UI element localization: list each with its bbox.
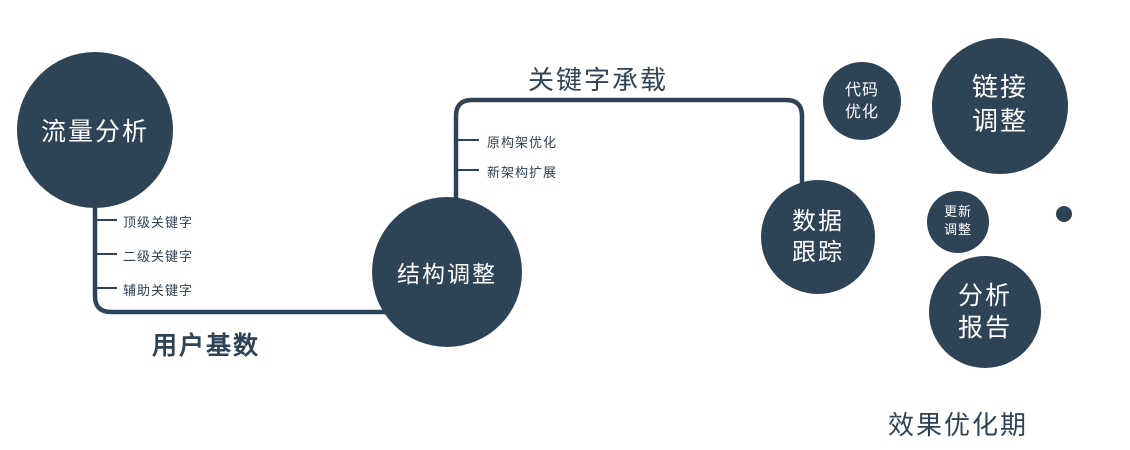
node-analysis-report-line1: 分析 — [957, 280, 1012, 310]
branch-label-new-arch: 新架构扩展 — [487, 166, 558, 181]
footer-label-effect-optimization: 效果优化期 — [888, 411, 1029, 441]
connector-traffic-to-structure — [92, 130, 447, 315]
node-small-dot — [1056, 206, 1072, 222]
node-analysis-report-line2: 报告 — [957, 313, 1012, 342]
node-data-tracking: 数据 跟踪 — [761, 180, 875, 294]
node-link-adjustment-line2: 调整 — [971, 107, 1028, 137]
node-update-adjustment-line1: 更新 — [943, 205, 972, 221]
node-code-optimization-line1: 代码 — [844, 80, 879, 100]
node-traffic-analysis-label: 流量分析 — [40, 117, 149, 146]
connector-structure-to-data-tracking — [453, 97, 805, 272]
node-link-adjustment: 链接 调整 — [932, 38, 1068, 174]
node-code-optimization-line2: 优化 — [844, 102, 879, 121]
node-structure-adjustment-label: 结构调整 — [397, 262, 497, 288]
node-structure-adjustment: 结构调整 — [372, 197, 522, 347]
node-link-adjustment-line1: 链接 — [971, 73, 1028, 104]
node-analysis-report: 分析 报告 — [929, 256, 1041, 368]
node-traffic-analysis: 流量分析 — [17, 52, 173, 208]
branch-label-top-keyword: 顶级关键字 — [123, 216, 194, 231]
node-update-adjustment: 更新 调整 — [927, 191, 989, 253]
node-code-optimization: 代码 优化 — [823, 62, 901, 140]
branch-label-original-arch: 原构架优化 — [487, 136, 558, 151]
branch-label-second-keyword: 二级关键字 — [123, 250, 194, 265]
edge-label-keyword-carrying: 关键字承载 — [528, 66, 669, 96]
node-data-tracking-line2: 跟踪 — [792, 238, 844, 266]
node-data-tracking-line1: 数据 — [792, 206, 844, 235]
branch-label-aux-keyword: 辅助关键字 — [123, 284, 194, 299]
edge-label-user-base: 用户基数 — [152, 331, 261, 360]
node-update-adjustment-line2: 调整 — [943, 223, 972, 238]
